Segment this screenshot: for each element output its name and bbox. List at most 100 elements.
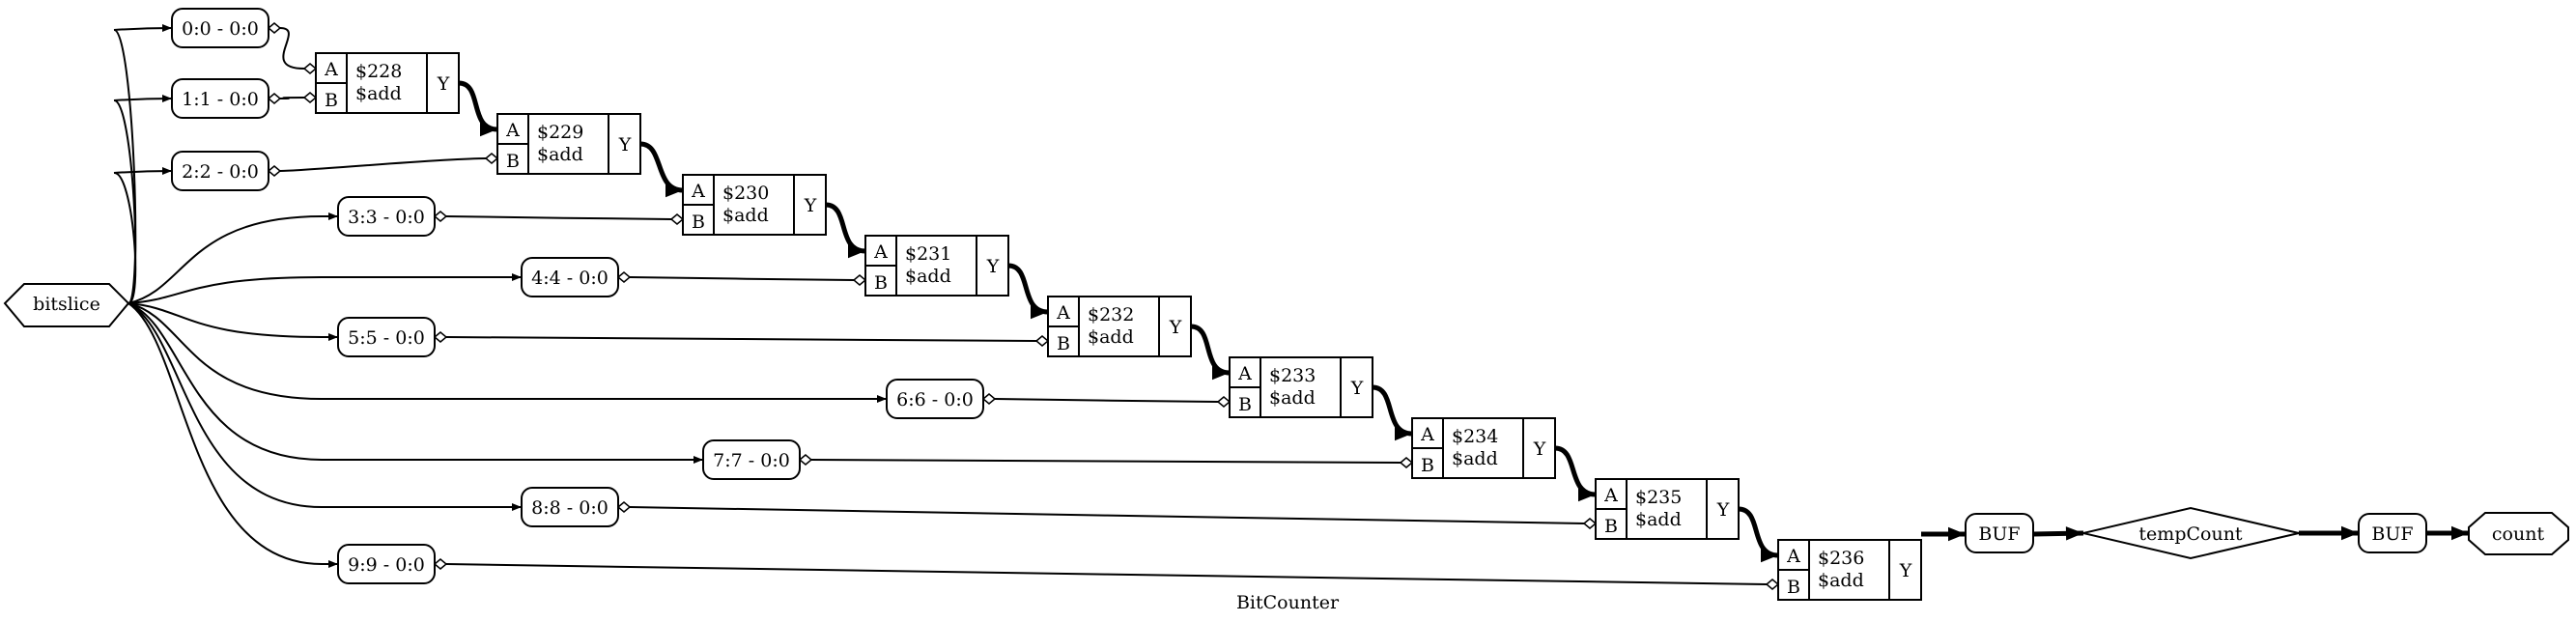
slice-output-port [267, 165, 282, 177]
slice-to-adder-wire [445, 215, 672, 220]
slice-node: 0:0 - 0:0 [171, 8, 269, 48]
adder-port-b: B [1787, 577, 1800, 598]
slice-to-adder-wire [279, 27, 305, 70]
adder-op: $add [537, 144, 583, 165]
slice-node: 3:3 - 0:0 [337, 196, 436, 237]
adder-port-y: Y [1533, 438, 1546, 460]
adder-input-port [1765, 579, 1780, 590]
adder-port-a: A [1237, 363, 1252, 384]
slice-node: 7:7 - 0:0 [702, 439, 801, 480]
adder-port-a: A [691, 181, 705, 202]
bitslice-wire [113, 167, 173, 304]
adder-id: $234 [1452, 426, 1498, 447]
adder-port-a: A [1603, 485, 1618, 506]
bitslice-wire [127, 302, 887, 403]
slice-output-port [981, 393, 997, 405]
adder-id: $235 [1635, 487, 1682, 508]
slice-node: 1:1 - 0:0 [171, 78, 269, 119]
slice-output-port [267, 22, 282, 34]
adder-op: $add [1088, 326, 1134, 348]
buffer-1: BUF [1965, 513, 2034, 553]
slice-node: 2:2 - 0:0 [171, 151, 269, 191]
slice-label: 2:2 - 0:0 [182, 161, 259, 183]
carry-bus [458, 80, 498, 137]
slice-node: 6:6 - 0:0 [886, 379, 984, 419]
slice-box [171, 151, 269, 191]
slice-label: 3:3 - 0:0 [348, 207, 425, 228]
slice-box [171, 78, 269, 119]
bitslice-wire [113, 24, 173, 304]
carry-bus [1554, 445, 1597, 502]
adder-port-b: B [1238, 394, 1252, 415]
adder-id: $236 [1818, 548, 1864, 569]
slice-node: 8:8 - 0:0 [521, 487, 619, 527]
slice-box [337, 317, 436, 357]
bitslice-wire [127, 302, 703, 464]
slice-to-adder-wire [279, 97, 305, 99]
slice-label: 8:8 - 0:0 [531, 497, 609, 519]
adder-input-port [669, 213, 685, 225]
adder-port-a: A [1420, 424, 1434, 445]
slice-to-adder-wire [810, 459, 1401, 464]
adder-port-b: B [506, 151, 520, 172]
slice-label: 9:9 - 0:0 [348, 554, 425, 576]
adder-cell: AB $228$add Y [315, 52, 460, 114]
bitslice-wire [127, 302, 338, 341]
adder-port-a: A [505, 120, 520, 141]
slice-box [337, 196, 436, 237]
wire-tempcount: tempCount [2082, 506, 2300, 560]
slice-to-adder-wire [445, 336, 1037, 342]
slice-node: 9:9 - 0:0 [337, 544, 436, 584]
adder-id: $232 [1088, 304, 1134, 325]
adder-id: $233 [1269, 365, 1316, 386]
adder-port-a: A [324, 59, 338, 80]
adder-id: $229 [537, 122, 583, 143]
adder-input-port [852, 274, 867, 286]
adder-input-port [1582, 518, 1598, 529]
adder-box [315, 52, 460, 114]
buffer-2-label: BUF [2371, 523, 2413, 545]
adder-op: $add [1269, 387, 1316, 409]
adder-id: $228 [355, 61, 402, 82]
adder-port-b: B [1057, 333, 1070, 354]
buffer-to-wire-bus [2032, 526, 2084, 541]
slice-label: 6:6 - 0:0 [896, 389, 974, 410]
buffer-1-label: BUF [1978, 523, 2020, 545]
slice-box [886, 379, 984, 419]
wire-tempcount-label: tempCount [2138, 523, 2243, 545]
adder-op: $add [1818, 570, 1864, 591]
slice-node: 5:5 - 0:0 [337, 317, 436, 357]
adder-input-port [1034, 335, 1050, 347]
output-port-count: count [2468, 512, 2569, 555]
slice-output-port [433, 211, 448, 222]
slice-output-port [616, 501, 632, 513]
slice-to-adder-wire [445, 563, 1768, 585]
slice-output-port [433, 331, 448, 343]
carry-bus [1738, 506, 1779, 563]
wires [113, 22, 2469, 590]
input-port-label: bitslice [33, 294, 100, 315]
slice-label: 7:7 - 0:0 [713, 450, 790, 471]
adder-port-a: A [1056, 302, 1070, 324]
slice-output-port [267, 93, 282, 104]
adder-op: $add [355, 83, 402, 104]
adder-port-y: Y [804, 195, 817, 216]
carry-bus [825, 202, 866, 259]
bitslice-wire [127, 212, 338, 304]
slice-box [702, 439, 801, 480]
slice-output-port [616, 271, 632, 283]
adder-port-y: Y [437, 73, 450, 95]
slice-to-adder-wire [629, 276, 855, 281]
carry-bus [1007, 263, 1049, 320]
adder-op: $add [1452, 448, 1498, 469]
slice-box [521, 257, 619, 297]
adder-op: $add [722, 205, 769, 226]
slice-box [337, 544, 436, 584]
adder-port-b: B [325, 90, 338, 111]
bitslice-wire [113, 95, 173, 304]
adder-input-port [302, 92, 318, 103]
buffer-2: BUF [2358, 513, 2427, 553]
